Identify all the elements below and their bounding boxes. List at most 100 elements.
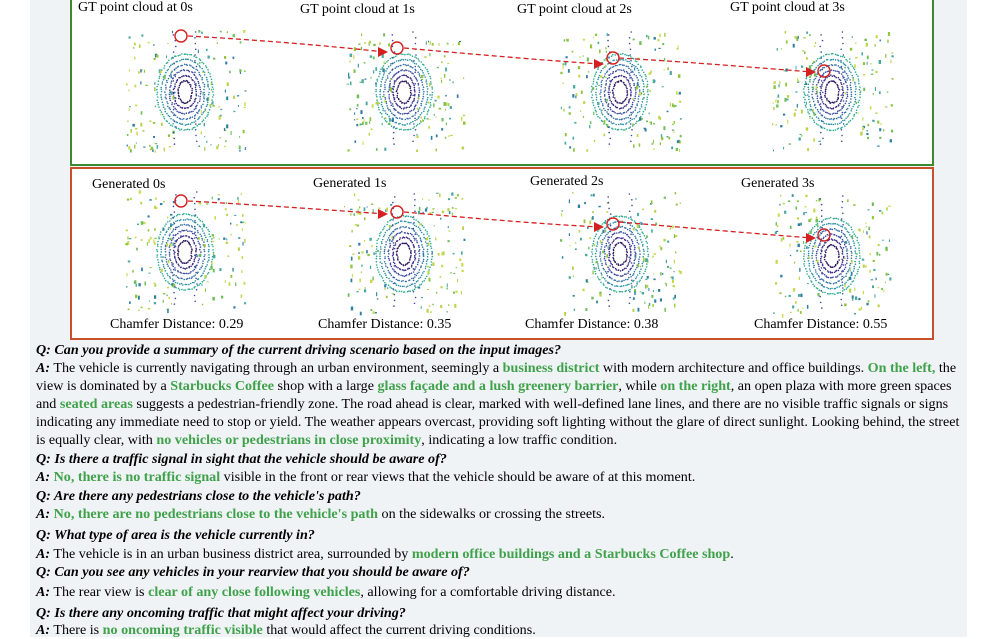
lidar-point [204,136,206,138]
lidar-point [204,117,207,119]
lidar-point [397,111,399,113]
lidar-point [408,98,410,100]
lidar-point [401,74,403,77]
lidar-point [157,103,159,106]
lidar-point [184,80,186,83]
lidar-point [379,89,382,91]
lidar-point [387,59,389,62]
lidar-point [412,140,414,143]
lidar-point [186,80,189,82]
lidar-point [166,55,168,59]
lidar-point [376,80,379,82]
lidar-point [125,83,128,86]
answer-text: . [730,546,734,562]
lidar-point [376,78,379,81]
lidar-point [635,75,637,77]
lidar-point [165,94,167,96]
lidar-point [173,68,176,71]
lidar-point [417,71,419,73]
lidar-point [217,144,219,147]
lidar-point [620,118,623,121]
lidar-point [209,104,212,107]
lidar-point [622,107,625,109]
lidar-point [417,65,420,67]
lidar-point [430,98,432,101]
lidar-point [391,103,394,105]
lidar-point [622,123,625,126]
lidar-point [132,123,135,127]
lidar-point [237,105,239,107]
lidar-point [175,121,178,123]
lidar-point [172,119,174,121]
lidar-point [172,137,174,139]
lidar-point [203,100,205,103]
lidar-point [605,101,608,104]
lidar-point [615,123,617,126]
lidar-point [179,98,182,100]
lidar-point [163,147,165,152]
lidar-point [611,89,614,92]
lidar-point [618,108,621,110]
lidar-point [372,70,375,74]
lidar-point [447,62,450,65]
lidar-point [604,100,607,102]
lidar-point [637,79,639,81]
lidar-point [596,83,599,85]
lidar-point [163,67,165,69]
lidar-point [424,106,426,108]
lidar-point [397,85,400,87]
lidar-point [186,53,189,56]
lidar-point [212,57,216,60]
lidar-point [168,59,170,62]
lidar-point [163,65,166,67]
lidar-point [600,91,602,93]
lidar-point [205,76,208,79]
lidar-point [201,113,203,116]
lidar-point [625,123,627,125]
lidar-point [201,120,204,123]
lidar-point [157,83,159,86]
answer-text: with modern architecture and office buil… [599,360,868,376]
ego-vehicle-hole [399,83,409,101]
lidar-point [195,88,197,91]
lidar-point [140,111,143,115]
lidar-point [604,73,606,75]
lidar-point [420,120,422,123]
lidar-point [188,75,191,78]
lidar-point [157,80,160,82]
lidar-point [142,130,145,132]
answer-2: A: No, there is no traffic signal visibl… [36,468,964,486]
lidar-point [415,69,417,72]
lidar-point [216,42,218,44]
lidar-point [400,53,403,55]
lidar-point [129,149,132,153]
lidar-point [391,68,394,71]
lidar-point [172,34,175,36]
lidar-point [382,65,385,67]
lidar-point [356,124,359,127]
lidar-point [195,77,197,79]
lidar-point [418,107,421,109]
lidar-point [126,144,128,147]
lidar-point [626,94,628,97]
lidar-point [224,129,227,131]
lidar-point [160,88,162,91]
lidar-point [600,83,603,86]
lidar-point [375,82,377,85]
lidar-point [205,48,208,51]
lidar-point [608,93,610,96]
lidar-point [223,127,226,132]
lidar-point [375,67,378,71]
lidar-point [362,141,364,145]
lidar-point [426,88,429,90]
lidar-point [198,100,201,102]
lidar-point [193,117,196,120]
lidar-point [243,30,246,33]
lidar-point [630,87,632,89]
lidar-point [404,64,406,66]
lidar-point [390,104,393,107]
lidar-point [418,93,420,96]
lidar-point [243,106,246,108]
lidar-point [195,94,198,97]
lidar-point [441,61,443,64]
